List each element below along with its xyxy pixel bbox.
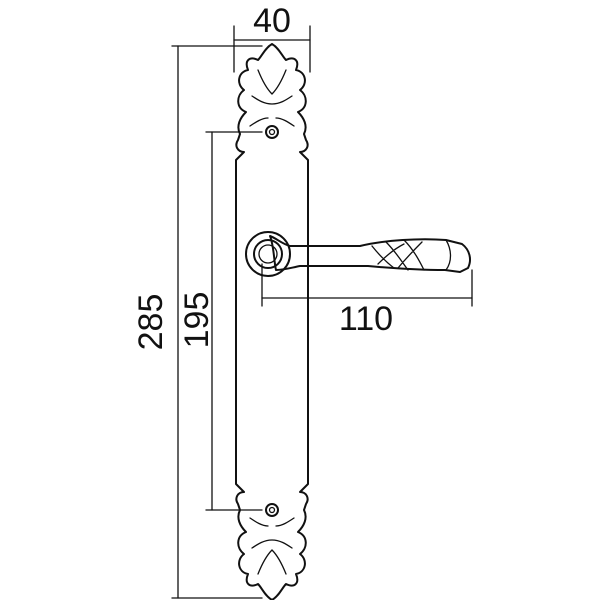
flourish-detail-bottom	[249, 517, 295, 575]
dimension-total-height: 285	[132, 45, 263, 599]
dimension-lever-length: 110	[261, 263, 473, 338]
dimension-width: 40	[233, 2, 311, 73]
screw-top	[265, 125, 279, 139]
dimension-width-label: 40	[253, 2, 291, 40]
lever-twist	[371, 239, 425, 271]
screw-bottom	[265, 503, 279, 517]
backplate	[235, 43, 309, 600]
lever-handle	[269, 235, 471, 273]
flourish-detail-top	[249, 69, 295, 127]
dimension-total-height-label: 285	[132, 294, 170, 351]
lever-outline	[269, 235, 471, 273]
backplate-outline	[235, 43, 309, 600]
rosette	[245, 231, 291, 277]
dimension-screw-spacing-label: 195	[178, 292, 216, 349]
dimension-screw-spacing: 195	[178, 131, 263, 511]
dimension-lever-length-label: 110	[339, 300, 393, 338]
lever-tip	[445, 239, 452, 271]
